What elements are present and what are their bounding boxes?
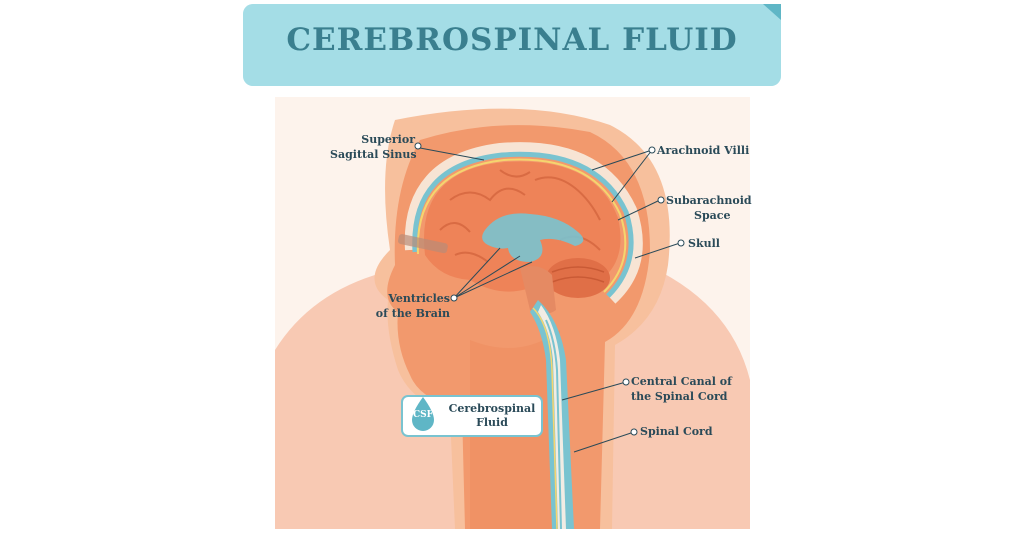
label-arachnoid-villi: Arachnoid Villi — [657, 144, 750, 157]
label-line: Cerebrospinal — [448, 402, 536, 415]
leader-dots — [414, 142, 685, 436]
label-spinal-cord: Spinal Cord — [640, 425, 713, 438]
central-canal — [545, 319, 562, 530]
cerebellum-shape — [546, 258, 610, 298]
label-line: of the Brain — [375, 307, 450, 320]
label-line: Subarachnoid — [666, 194, 752, 207]
label-superior-sagittal-sinus: Superior Sagittal Sinus — [330, 132, 417, 162]
label-line: Sagittal Sinus — [330, 148, 417, 161]
label-line: the Spinal Cord — [631, 390, 728, 403]
leader-lines — [419, 147, 681, 453]
label-subarachnoid-space: Subarachnoid Space — [666, 193, 752, 223]
page-title: CEREBROSPINAL FLUID — [286, 22, 738, 58]
csf-box-label: Cerebrospinal Fluid — [447, 402, 537, 430]
spine-edge-yellow — [532, 307, 558, 530]
eyebrow-shape — [397, 234, 448, 254]
label-line: Superior — [361, 133, 415, 146]
label-line: Space — [694, 209, 731, 222]
brainstem-shape — [520, 266, 556, 314]
label-skull: Skull — [688, 237, 720, 250]
meninges-ring — [412, 151, 634, 298]
ventricles-shape — [482, 213, 584, 262]
label-line: Ventricles — [388, 292, 450, 305]
label-line: Fluid — [476, 416, 508, 429]
csf-callout — [401, 395, 543, 437]
label-central-canal: Central Canal of the Spinal Cord — [631, 374, 732, 404]
title-banner-shape — [243, 4, 781, 86]
skull-ring — [404, 142, 643, 304]
csf-drop-icon-text: CSF — [412, 410, 434, 420]
skull-inner-line — [416, 158, 627, 293]
label-ventricles: Ventricles of the Brain — [365, 291, 450, 321]
label-line: Central Canal of — [631, 375, 732, 388]
